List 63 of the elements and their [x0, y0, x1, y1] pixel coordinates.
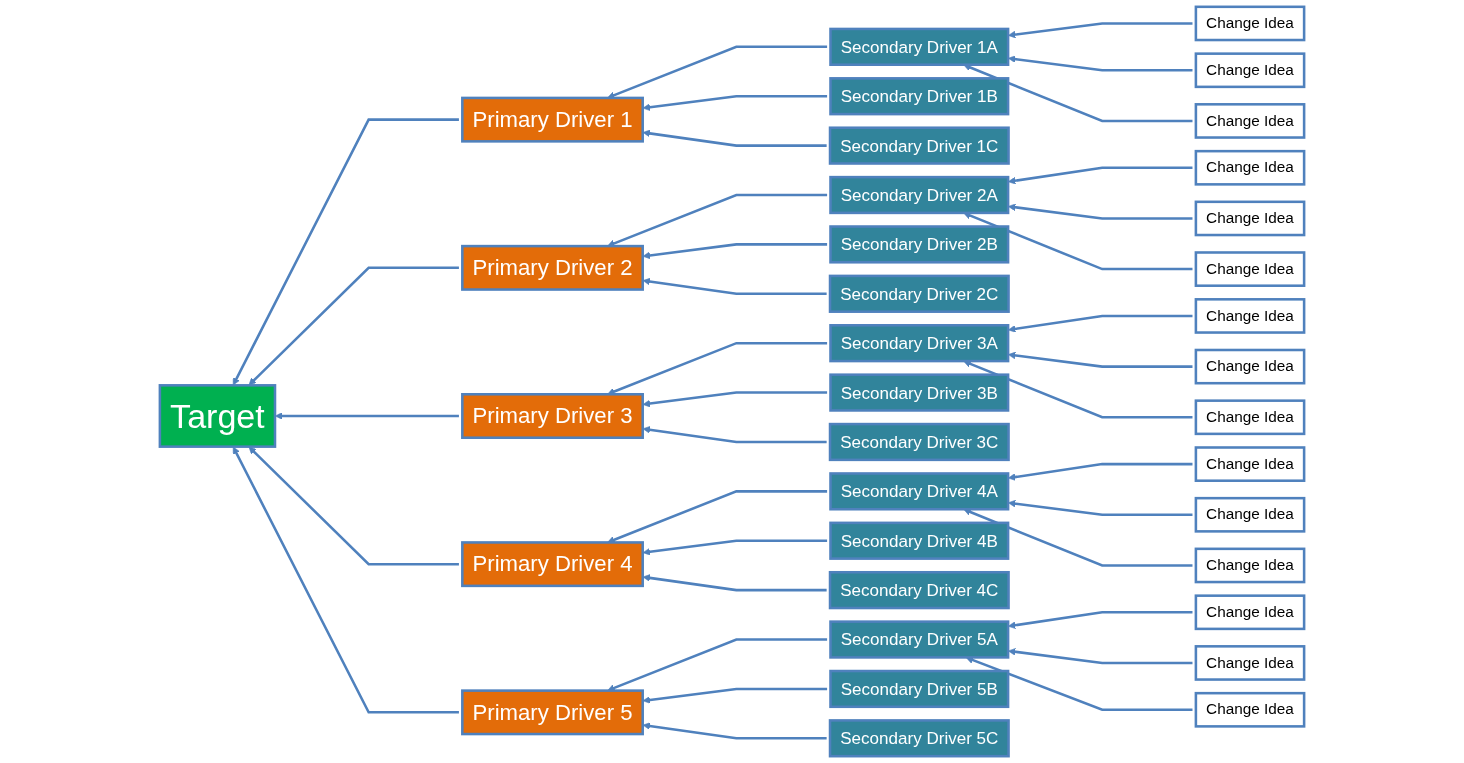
arrow [642, 539, 828, 556]
arrow [1008, 22, 1193, 39]
arrow [642, 277, 827, 296]
node-box: Secondary Driver 1A [829, 27, 1010, 66]
arrow [248, 266, 459, 386]
node-box: Primary Driver 2 [461, 244, 644, 291]
arrow [1008, 462, 1193, 481]
node-box: Change Idea [1194, 547, 1306, 584]
arrow [642, 391, 828, 408]
node-box: Secondary Driver 5A [829, 620, 1010, 659]
arrow [642, 426, 827, 444]
arrow [642, 574, 827, 592]
node-box: Primary Driver 5 [461, 689, 644, 736]
node-box: Primary Driver 1 [461, 96, 644, 143]
node-box: Secondary Driver 2C [828, 274, 1010, 313]
node-box: Secondary Driver 4C [828, 570, 1010, 610]
node-box: Change Idea [1194, 103, 1306, 139]
arrow [963, 212, 1193, 271]
node-box: Change Idea [1194, 200, 1306, 237]
node-box: Secondary Driver 1B [829, 77, 1010, 116]
arrow [642, 94, 828, 111]
node-box: Secondary Driver 2A [829, 175, 1010, 215]
arrow [642, 722, 827, 740]
arrow [1008, 55, 1193, 72]
node-box: Secondary Driver 4A [829, 472, 1010, 511]
arrow [1008, 648, 1193, 665]
node-box: Secondary Driver 4B [829, 521, 1010, 560]
node-box: Change Idea [1194, 348, 1306, 385]
node-box: Change Idea [1194, 251, 1306, 287]
arrow [1008, 611, 1193, 629]
node-box: Change Idea [1194, 645, 1306, 681]
node-box: Secondary Driver 3B [829, 373, 1010, 412]
node-box: Change Idea [1194, 446, 1306, 482]
node-box: Change Idea [1194, 594, 1306, 631]
node-box: Change Idea [1194, 399, 1306, 436]
arrow [642, 687, 828, 704]
node-box: Change Idea [1194, 691, 1306, 728]
arrow [248, 446, 459, 566]
node-box: Target [158, 384, 277, 448]
node-box: Change Idea [1194, 5, 1306, 42]
arrow [607, 193, 828, 247]
node-box: Change Idea [1194, 496, 1306, 533]
node-box: Change Idea [1194, 149, 1306, 186]
arrow [1008, 351, 1193, 368]
arrow [1008, 499, 1193, 517]
node-box: Secondary Driver 3C [828, 422, 1010, 462]
arrow [275, 412, 459, 420]
node-box: Secondary Driver 2B [829, 225, 1010, 264]
arrow [232, 118, 459, 386]
node-box: Change Idea [1194, 298, 1306, 334]
node-box: Primary Driver 4 [461, 541, 644, 588]
node-box: Secondary Driver 1C [828, 126, 1010, 165]
node-box: Secondary Driver 5B [829, 669, 1010, 709]
arrow [232, 446, 459, 714]
arrow [1008, 203, 1193, 220]
arrow [1008, 314, 1193, 333]
node-box: Primary Driver 3 [461, 393, 644, 439]
arrow [1008, 166, 1193, 185]
arrow [642, 129, 827, 147]
node-box: Secondary Driver 3A [829, 324, 1010, 363]
arrow [642, 243, 828, 260]
node-box: Secondary Driver 5C [828, 719, 1010, 758]
node-box: Change Idea [1194, 52, 1306, 89]
